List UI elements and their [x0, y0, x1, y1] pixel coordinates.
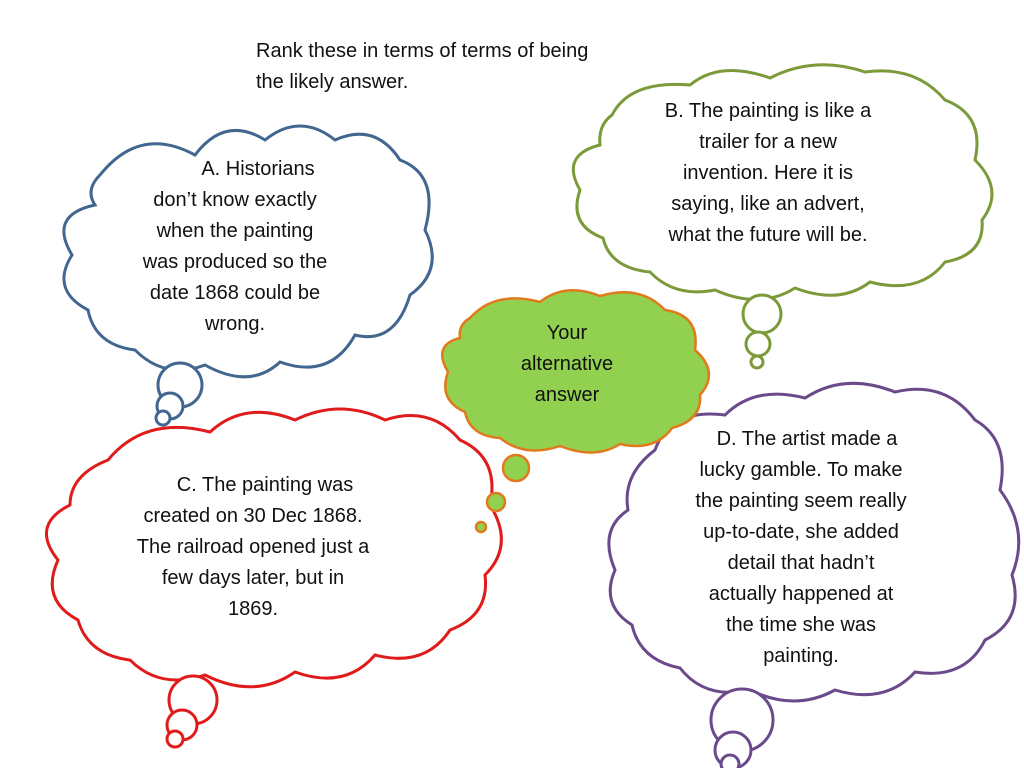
bubble-c-line: 1869.	[227, 598, 279, 620]
thought-bubble-b	[571, 63, 994, 370]
bubble-d-line: detail that hadn’t	[727, 552, 875, 574]
bubble-e-line: answer	[534, 384, 600, 406]
bubble-a-line: don’t know exactly	[153, 189, 317, 211]
bubble-d-line: the painting seem really	[695, 490, 907, 512]
bubble-b-line: trailer for a new	[699, 131, 837, 153]
instruction-text: Rank these in terms of terms of being th…	[256, 36, 666, 98]
cloud-c-outline	[45, 407, 503, 689]
bubble-e-line: Your	[546, 322, 588, 344]
cloud-d-outline	[607, 381, 1021, 703]
bubble-d-line: up-to-date, she added	[703, 521, 899, 543]
bubble-a-line: when the painting	[156, 220, 314, 242]
bubble-b-line: B. The painting is like a	[664, 100, 872, 122]
bubble-c-text: C. The painting was created on 30 Dec 18…	[103, 470, 403, 625]
bubble-a-text: A. Historians don’t know exactly when th…	[105, 154, 365, 340]
thought-bubble-d	[607, 381, 1021, 768]
bubble-c-line: created on 30 Dec 1868.	[143, 505, 363, 527]
bubble-d-line: painting.	[763, 645, 839, 667]
bubble-d-line: the time she was	[725, 614, 877, 636]
thought-bubble-a	[62, 124, 434, 427]
bubble-a-line: wrong.	[204, 313, 266, 335]
thought-bubble-c	[45, 407, 503, 749]
bubble-b-line: what the future will be.	[668, 224, 868, 246]
bubble-a-line: date 1868 could be	[149, 282, 321, 304]
bubble-e-text: Your alternative answer	[487, 318, 647, 411]
bubble-b-text: B. The painting is like a trailer for a …	[628, 96, 908, 251]
instruction-line-1: Rank these in terms of terms of being	[256, 40, 589, 62]
thought-bubble-e	[440, 289, 710, 534]
bubble-d-text: D. The artist made a lucky gamble. To ma…	[661, 424, 941, 672]
bubble-d-line: actually happened at	[708, 583, 894, 605]
bubble-b-line: saying, like an advert,	[671, 193, 865, 215]
bubble-c-line: The railroad opened just a	[136, 536, 370, 558]
bubble-b-line: invention. Here it is	[682, 162, 854, 184]
bubble-a-line: was produced so the	[142, 251, 328, 273]
cloud-a-outline	[62, 124, 434, 379]
bubble-d-line: D. The artist made a	[716, 428, 898, 450]
instruction-line-2: the likely answer.	[256, 71, 409, 93]
bubble-e-line: alternative	[520, 353, 614, 375]
bubble-c-line: C. The painting was	[176, 474, 354, 496]
bubble-d-line: lucky gamble. To make	[699, 459, 903, 481]
cloud-e-outline	[440, 289, 710, 454]
bubble-c-line: few days later, but in	[161, 567, 345, 589]
cloud-b-outline	[571, 63, 994, 301]
bubble-a-line: A. Historians	[201, 158, 315, 180]
